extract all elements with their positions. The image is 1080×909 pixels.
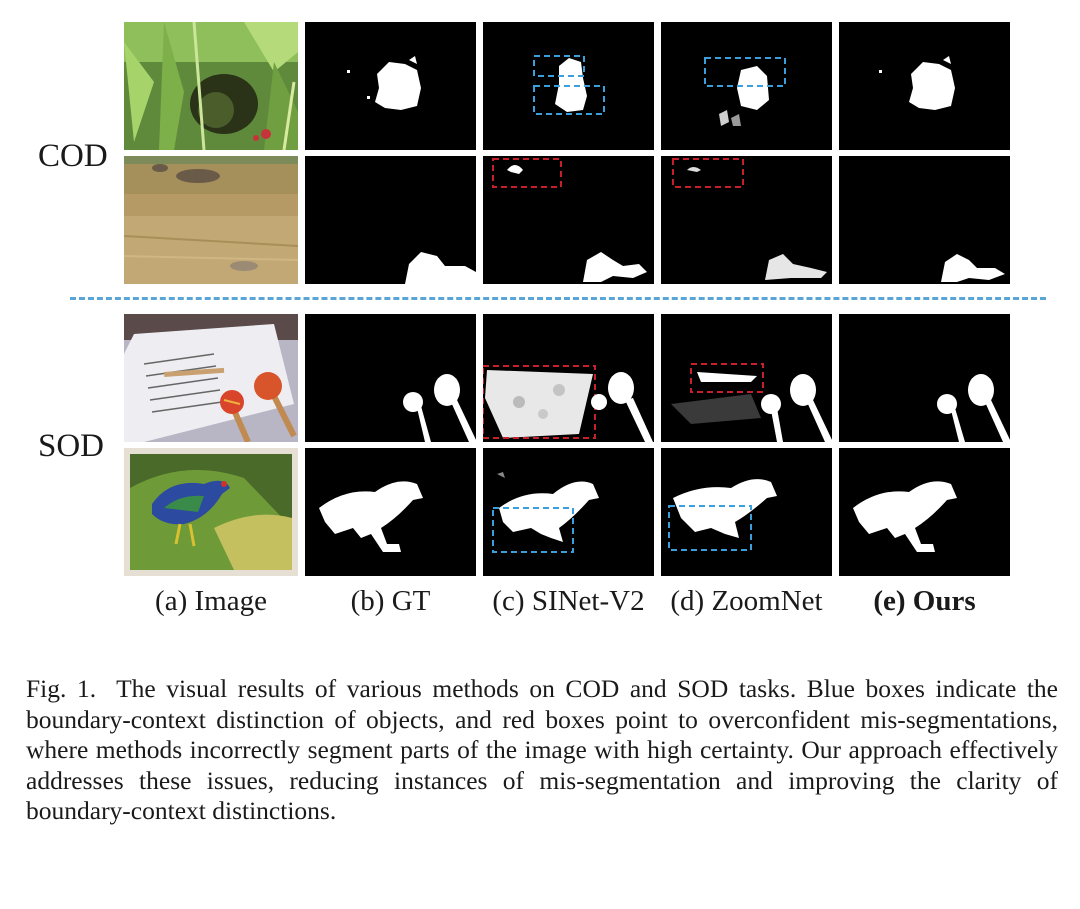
sod2-ours-mask — [839, 448, 1010, 576]
cod2-sinet-mask — [483, 156, 654, 284]
column-label-zoomnet: (d) ZoomNet — [670, 585, 823, 617]
row-label-sod: SOD — [38, 428, 105, 464]
sod1-zoomnet-mask — [661, 314, 832, 442]
sod2-zoomnet-mask — [661, 448, 832, 576]
cod1-zoomnet-mask — [661, 22, 832, 150]
cod2-input-image — [124, 156, 298, 284]
sod1-ours-mask — [839, 314, 1010, 442]
column-label-image: (a) Image — [155, 585, 267, 617]
figure-caption: Fig. 1.The visual results of various met… — [26, 674, 1058, 827]
cod1-sinet-mask — [483, 22, 654, 150]
cod2-ours-mask — [839, 156, 1010, 284]
sod1-gt-mask — [305, 314, 476, 442]
cod1-gt-mask — [305, 22, 476, 150]
cod1-ours-mask — [839, 22, 1010, 150]
column-label-gt: (b) GT — [350, 585, 431, 617]
sod2-sinet-mask — [483, 448, 654, 576]
cod2-zoomnet-mask — [661, 156, 832, 284]
caption-text: The visual results of various methods on… — [26, 674, 1058, 825]
sod2-gt-mask — [305, 448, 476, 576]
sod1-sinet-mask — [483, 314, 654, 442]
row-label-cod: COD — [38, 138, 108, 174]
task-divider — [70, 297, 1046, 300]
cod1-input-image — [124, 22, 298, 150]
figure-number: Fig. 1. — [26, 674, 97, 703]
column-label-ours: (e) Ours — [873, 585, 976, 617]
column-label-sinet-v2: (c) SINet-V2 — [492, 585, 645, 617]
sod2-input-image — [124, 448, 298, 576]
sod1-input-image — [124, 314, 298, 442]
cod2-gt-mask — [305, 156, 476, 284]
